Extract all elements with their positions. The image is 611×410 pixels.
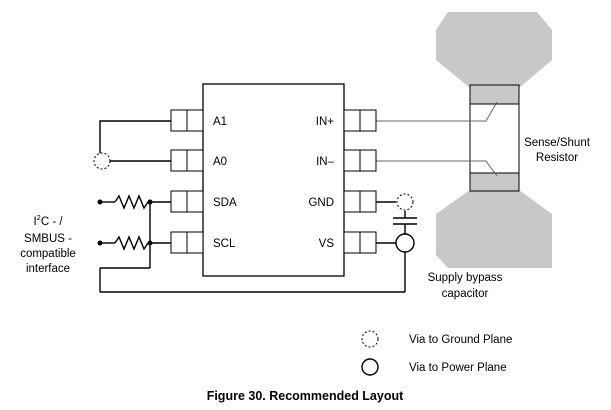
sense-resistor-label-line1: Sense/Shunt [524, 137, 591, 149]
figure-caption: Figure 30. Recommended Layout [207, 389, 404, 403]
pin-label-a0: A0 [213, 156, 227, 168]
pin-label-in-minus: IN– [316, 156, 335, 168]
left-pads [170, 109, 204, 254]
sense-resistor-label-line2: Resistor [536, 152, 578, 164]
junction-dot [97, 240, 103, 246]
sense-resistor-bottom-terminal [469, 172, 520, 192]
bypass-label-line1: Supply bypass [428, 272, 503, 284]
sense-resistor-top-pad [436, 12, 552, 88]
legend-power-via-label: Via to Power Plane [409, 362, 507, 374]
junction-dot [97, 199, 103, 205]
pin-label-in-plus: IN+ [316, 116, 335, 128]
i2c-label-line4: interface [26, 263, 70, 275]
legend-ground-via-label: Via to Ground Plane [409, 334, 512, 346]
ic-body [202, 83, 345, 277]
junction-dot [147, 199, 153, 205]
ground-via-a0 [93, 152, 111, 170]
pin-label-a1: A1 [213, 116, 227, 128]
bypass-label-line2: capacitor [442, 288, 489, 300]
ground-via-gnd [396, 193, 414, 211]
i2c-label-line1: I2C - / [33, 213, 63, 228]
right-pads [343, 109, 377, 254]
i2c-label-line3: compatible [20, 248, 76, 260]
pin-label-sda: SDA [213, 197, 237, 209]
sense-resistor-bottom-pad [436, 190, 552, 268]
legend-power-via-icon [361, 358, 379, 376]
legend-ground-via-icon [361, 330, 379, 348]
sense-resistor-top-terminal [469, 84, 520, 105]
in-minus-trace [374, 160, 498, 177]
junction-dot [147, 240, 153, 246]
power-via-vs [395, 233, 415, 253]
i2c-label-line2: SMBUS - [24, 233, 72, 245]
pin-label-scl: SCL [213, 238, 236, 250]
in-plus-trace [374, 101, 498, 122]
pin-label-vs: VS [319, 238, 335, 250]
pin-label-gnd: GND [308, 197, 334, 209]
